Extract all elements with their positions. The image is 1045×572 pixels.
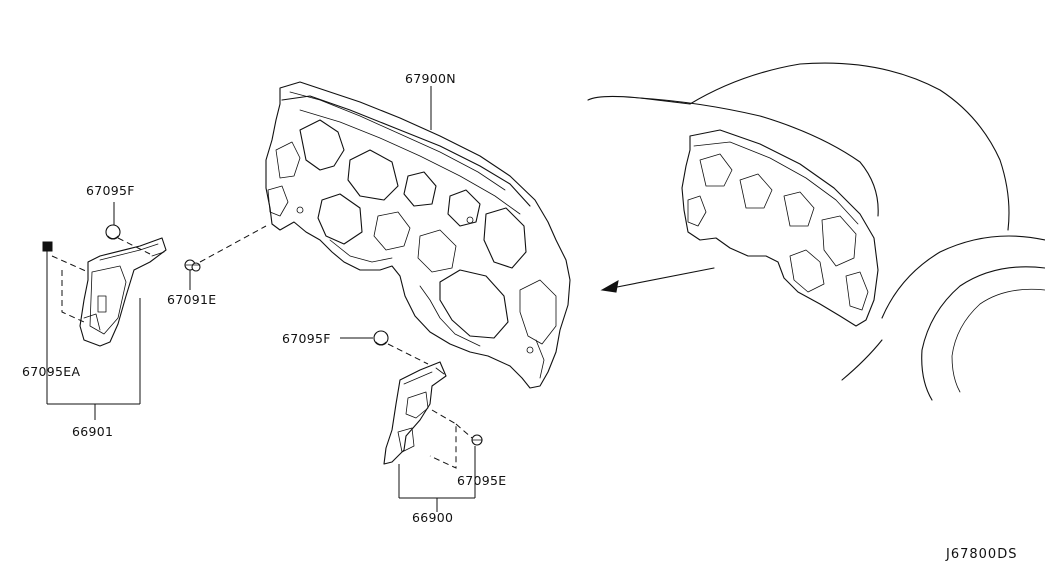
label-left-side-clip: 67091E <box>167 292 216 307</box>
left-assembly-leaders <box>46 202 191 420</box>
right-trim-panel[interactable] <box>383 361 447 465</box>
diagram-code: J67800DS <box>945 547 1017 562</box>
vehicle-reference-view <box>587 62 1045 401</box>
label-left-bottom-clip: 67095EA <box>22 364 80 379</box>
dash-insulator-panel[interactable] <box>265 81 571 389</box>
right-assembly-leaders <box>340 337 476 512</box>
right-top-clip[interactable] <box>373 330 389 346</box>
left-bottom-clip[interactable] <box>42 241 53 252</box>
label-right-bottom-clip: 67095E <box>457 473 506 488</box>
label-left-top-clip: 67095F <box>86 183 135 198</box>
label-left-trim-assy: 66901 <box>72 424 113 439</box>
label-dash-insulator: 67900N <box>405 71 456 86</box>
right-assembly-dash-lines <box>387 343 473 469</box>
left-top-clip[interactable] <box>105 224 121 240</box>
direction-arrow <box>600 267 715 293</box>
left-assembly-dash-lines <box>51 225 267 323</box>
label-right-top-clip: 67095F <box>282 331 331 346</box>
left-side-clip[interactable] <box>184 259 201 272</box>
right-bottom-clip[interactable] <box>471 434 483 446</box>
left-trim-panel[interactable] <box>79 237 167 347</box>
label-right-trim-assy: 66900 <box>412 510 453 525</box>
